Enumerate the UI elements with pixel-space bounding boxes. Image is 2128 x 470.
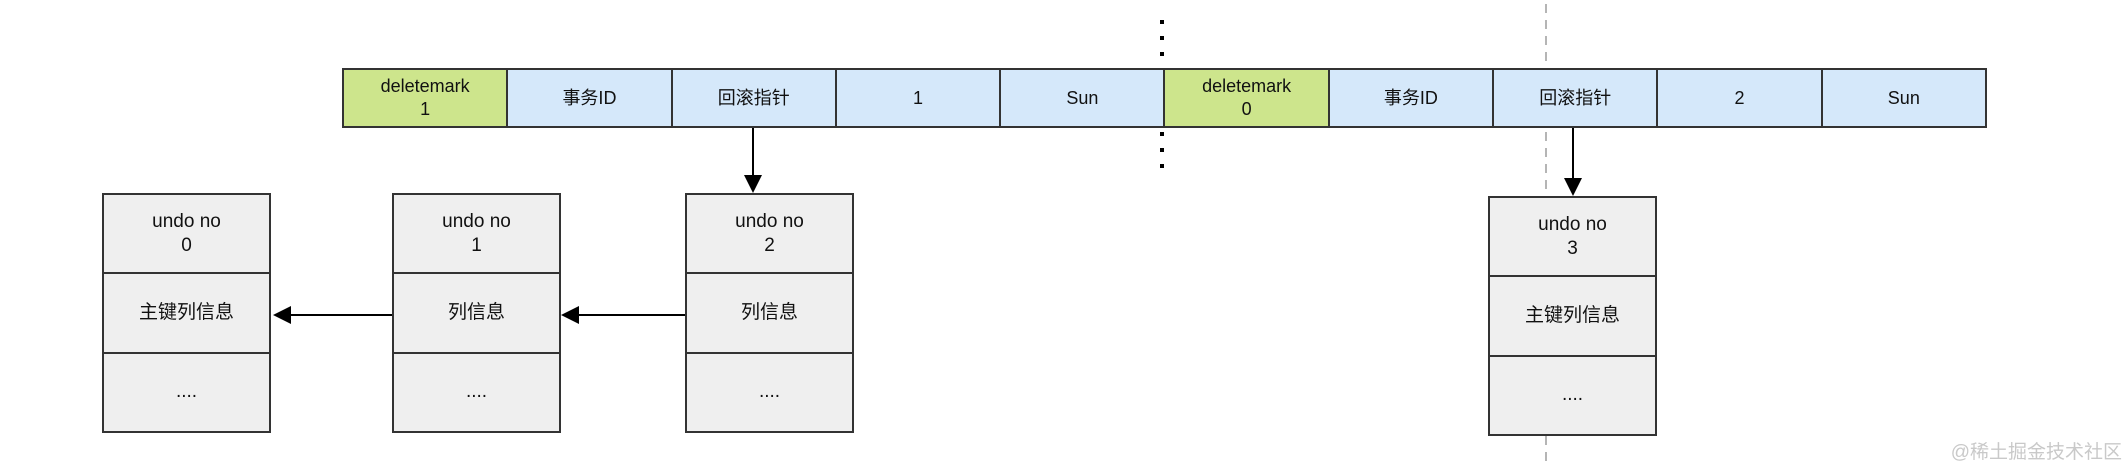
record-cell-deletemark-2: deletemark 0 <box>1165 70 1330 126</box>
juejin-watermark: @稀土掘金技术社区 <box>1950 442 2122 463</box>
arrow-line <box>1572 128 1574 180</box>
column-info-label: 主键列信息 <box>104 272 269 351</box>
record-cell-trx-id-1: 事务ID <box>508 70 673 126</box>
arrow-line <box>577 314 685 316</box>
record-cell-key-value-1: 1 <box>836 70 1002 126</box>
record-cell-rollback-pointer-2: 回滚指针 <box>1494 70 1659 126</box>
undo-no-label: undo no 3 <box>1538 213 1607 259</box>
arrow-line <box>289 314 392 316</box>
undo-box-0: undo no 0 主键列信息 .... <box>102 193 271 433</box>
undo-box-1: undo no 1 列信息 .... <box>392 193 561 433</box>
record-cell-trx-id-2: 事务ID <box>1329 70 1495 126</box>
undo-box-2: undo no 2 列信息 .... <box>685 193 854 433</box>
column-info-label: 主键列信息 <box>1490 275 1655 354</box>
column-info-label: 列信息 <box>687 272 852 351</box>
undo-no-label: undo no 0 <box>152 210 221 256</box>
arrow-line <box>752 128 754 178</box>
ellipsis-label: .... <box>687 351 852 431</box>
record-cell-rollback-pointer-1: 回滚指针 <box>672 70 837 126</box>
arrow-down-head <box>1564 178 1582 196</box>
ellipsis-label: .... <box>104 351 269 431</box>
arrow-left-head <box>561 306 579 324</box>
record-cell-key-value-2: 2 <box>1658 70 1823 126</box>
arrow-left-head <box>273 306 291 324</box>
column-info-label: 列信息 <box>394 272 559 351</box>
undo-no-label: undo no 2 <box>735 210 804 256</box>
record-cell-name-value-1: Sun <box>1001 70 1166 126</box>
record-cell-deletemark-1: deletemark 1 <box>344 70 509 126</box>
ellipsis-label: .... <box>1490 354 1655 434</box>
ellipsis-label: .... <box>394 351 559 431</box>
record-cell-name-value-2: Sun <box>1822 70 1985 126</box>
undo-no-label: undo no 1 <box>442 210 511 256</box>
undo-box-3: undo no 3 主键列信息 .... <box>1488 196 1657 436</box>
arrow-down-head <box>744 175 762 193</box>
record-row: deletemark 1 事务ID 回滚指针 1 Sun deletemark … <box>342 68 1987 128</box>
